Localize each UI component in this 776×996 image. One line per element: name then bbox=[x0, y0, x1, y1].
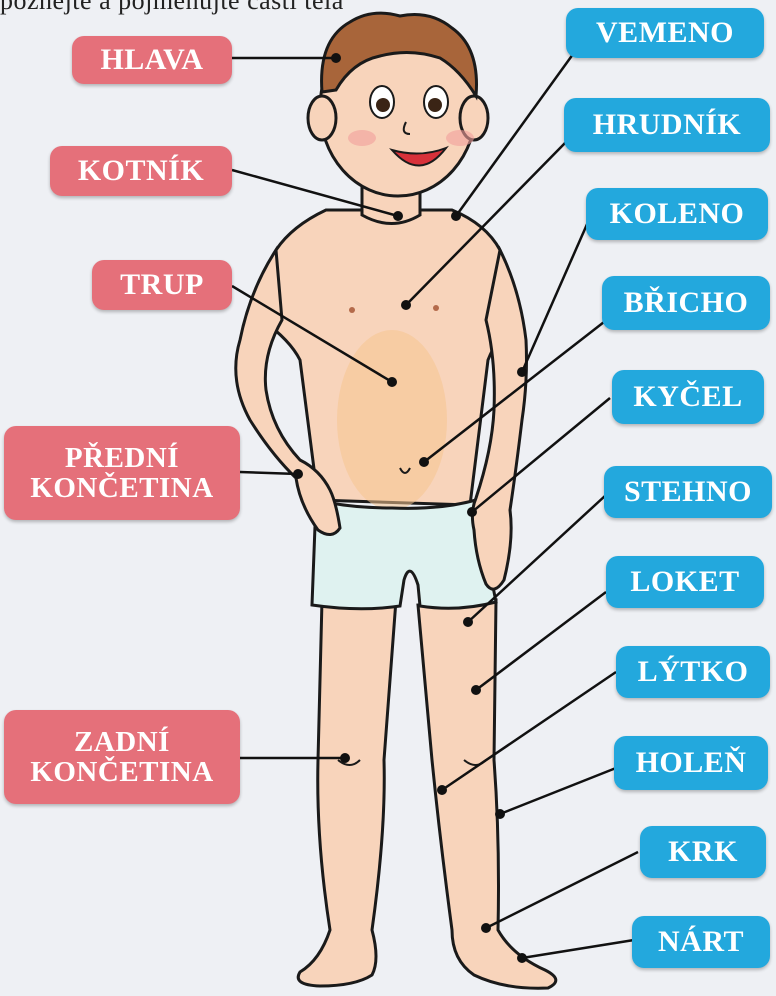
label-bricho: BŘICHO bbox=[602, 276, 770, 330]
label-trup: TRUP bbox=[92, 260, 232, 310]
label-hlava: HLAVA bbox=[72, 36, 232, 84]
label-vemeno: VEMENO bbox=[566, 8, 764, 58]
label-krk: KRK bbox=[640, 826, 766, 878]
shorts bbox=[312, 500, 496, 609]
belly-shade bbox=[337, 330, 447, 510]
label-stehno: STEHNO bbox=[604, 466, 772, 518]
label-lytko: LÝTKO bbox=[616, 646, 770, 698]
label-nart: NÁRT bbox=[632, 916, 770, 968]
left-leg bbox=[298, 600, 396, 986]
label-loket: LOKET bbox=[606, 556, 764, 608]
label-kycel: KYČEL bbox=[612, 370, 764, 424]
label-hrudnik: HRUDNÍK bbox=[564, 98, 770, 152]
label-koleno: KOLENO bbox=[586, 188, 768, 240]
label-holen: HOLEŇ bbox=[614, 736, 768, 790]
ear-left bbox=[308, 96, 336, 140]
label-kotnik: KOTNÍK bbox=[50, 146, 232, 196]
